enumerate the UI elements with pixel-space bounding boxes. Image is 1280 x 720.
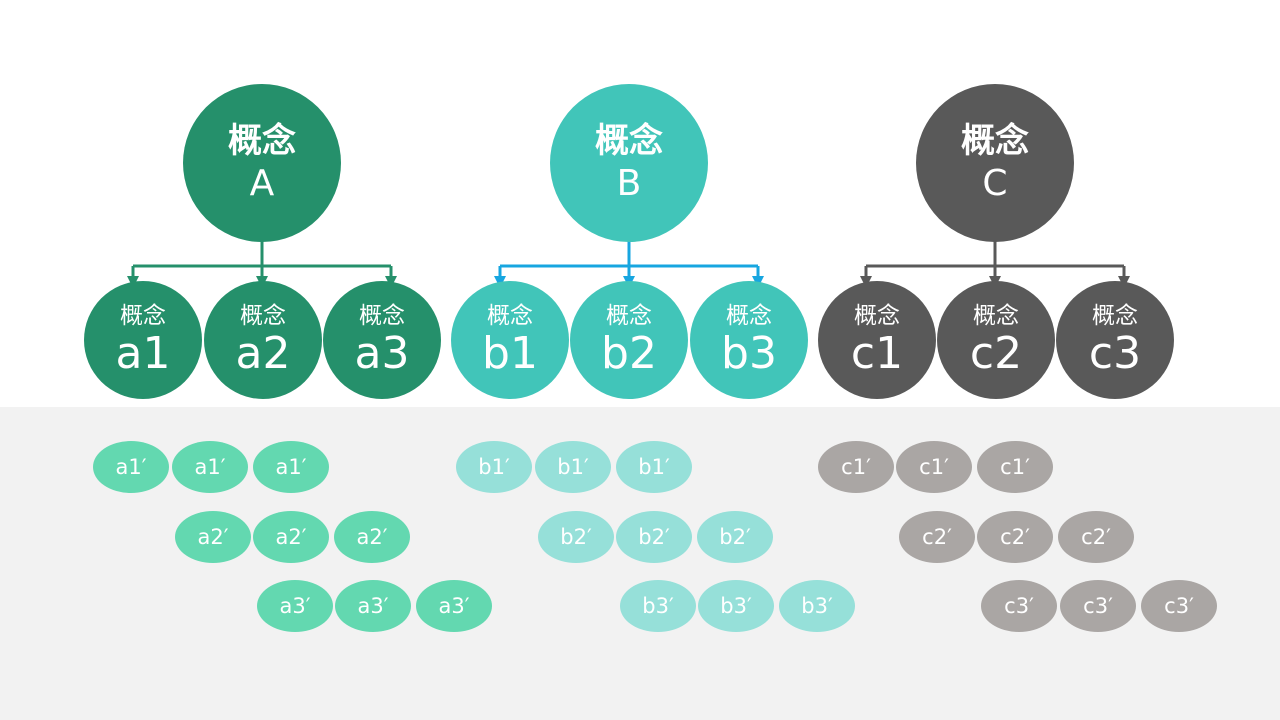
pill-a2-prime[interactable]: a2′ — [334, 511, 410, 563]
concept-a1-node[interactable]: 概念 a1 — [84, 281, 202, 399]
pill-a3-prime[interactable]: a3′ — [257, 580, 333, 632]
pill-b3-prime[interactable]: b3′ — [779, 580, 855, 632]
concept-b3-label: 概念 — [726, 302, 772, 329]
pill-text: b2′ — [719, 525, 751, 549]
concept-c1-node[interactable]: 概念 c1 — [818, 281, 936, 399]
concept-a-id: A — [249, 163, 275, 204]
pill-text: c3′ — [1083, 594, 1113, 618]
concept-a-node[interactable]: 概念 A — [183, 84, 341, 242]
pill-text: a2′ — [356, 525, 388, 549]
pill-c3-prime[interactable]: c3′ — [1141, 580, 1217, 632]
concept-c2-id: c2 — [969, 327, 1023, 379]
concept-b-label: 概念 — [595, 121, 663, 161]
pill-a3-prime[interactable]: a3′ — [416, 580, 492, 632]
pill-c2-prime[interactable]: c2′ — [1058, 511, 1134, 563]
pill-text: b1′ — [638, 455, 670, 479]
pill-text: b3′ — [801, 594, 833, 618]
pill-text: c1′ — [1000, 455, 1030, 479]
pill-text: c2′ — [1000, 525, 1030, 549]
pill-text: c2′ — [922, 525, 952, 549]
pill-a1-prime[interactable]: a1′ — [93, 441, 169, 493]
concept-c1-id: c1 — [850, 327, 904, 379]
pill-text: a2′ — [197, 525, 229, 549]
concept-b2-node[interactable]: 概念 b2 — [570, 281, 688, 399]
pill-b2-prime[interactable]: b2′ — [616, 511, 692, 563]
pill-c1-prime[interactable]: c1′ — [977, 441, 1053, 493]
pill-text: c1′ — [919, 455, 949, 479]
pill-a1-prime[interactable]: a1′ — [253, 441, 329, 493]
pill-text: c1′ — [841, 455, 871, 479]
concept-a2-label: 概念 — [240, 302, 286, 329]
pill-text: c3′ — [1004, 594, 1034, 618]
concept-c-label: 概念 — [961, 121, 1029, 161]
pill-text: a1′ — [275, 455, 307, 479]
pill-c1-prime[interactable]: c1′ — [896, 441, 972, 493]
concept-a1-id: a1 — [115, 327, 171, 379]
concept-c3-id: c3 — [1088, 327, 1142, 379]
pill-c2-prime[interactable]: c2′ — [977, 511, 1053, 563]
pill-b1-prime[interactable]: b1′ — [616, 441, 692, 493]
pill-a3-prime[interactable]: a3′ — [335, 580, 411, 632]
pill-text: a2′ — [275, 525, 307, 549]
pill-c3-prime[interactable]: c3′ — [1060, 580, 1136, 632]
concept-c-id: C — [982, 163, 1008, 204]
pill-text: a1′ — [115, 455, 147, 479]
pill-text: b2′ — [560, 525, 592, 549]
pill-c2-prime[interactable]: c2′ — [899, 511, 975, 563]
pill-text: c2′ — [1081, 525, 1111, 549]
concept-a3-label: 概念 — [359, 302, 405, 329]
concept-c3-node[interactable]: 概念 c3 — [1056, 281, 1174, 399]
concept-a2-node[interactable]: 概念 a2 — [204, 281, 322, 399]
pill-b3-prime[interactable]: b3′ — [698, 580, 774, 632]
pill-text: a3′ — [438, 594, 470, 618]
concept-b-id: B — [616, 163, 642, 204]
pill-text: b2′ — [638, 525, 670, 549]
pill-a2-prime[interactable]: a2′ — [253, 511, 329, 563]
pill-text: b3′ — [642, 594, 674, 618]
pill-text: b1′ — [557, 455, 589, 479]
concept-b3-node[interactable]: 概念 b3 — [690, 281, 808, 399]
concept-a2-id: a2 — [235, 327, 291, 379]
concept-c3-label: 概念 — [1092, 302, 1138, 329]
concept-c2-node[interactable]: 概念 c2 — [937, 281, 1055, 399]
pill-text: c3′ — [1164, 594, 1194, 618]
pill-text: b1′ — [478, 455, 510, 479]
concept-b2-label: 概念 — [606, 302, 652, 329]
concept-c1-label: 概念 — [854, 302, 900, 329]
pill-b1-prime[interactable]: b1′ — [535, 441, 611, 493]
concept-c2-label: 概念 — [973, 302, 1019, 329]
pill-a1-prime[interactable]: a1′ — [172, 441, 248, 493]
concept-b1-id: b1 — [482, 327, 538, 379]
pill-a2-prime[interactable]: a2′ — [175, 511, 251, 563]
pill-text: a1′ — [194, 455, 226, 479]
pill-text: b3′ — [720, 594, 752, 618]
concept-a1-label: 概念 — [120, 302, 166, 329]
concept-c-node[interactable]: 概念 C — [916, 84, 1074, 242]
pill-b2-prime[interactable]: b2′ — [697, 511, 773, 563]
pill-c1-prime[interactable]: c1′ — [818, 441, 894, 493]
concept-b3-id: b3 — [721, 327, 777, 379]
concept-a3-id: a3 — [354, 327, 410, 379]
pill-b1-prime[interactable]: b1′ — [456, 441, 532, 493]
concept-a-label: 概念 — [228, 121, 296, 161]
concept-a3-node[interactable]: 概念 a3 — [323, 281, 441, 399]
concept-b1-node[interactable]: 概念 b1 — [451, 281, 569, 399]
concept-b-node[interactable]: 概念 B — [550, 84, 708, 242]
pill-c3-prime[interactable]: c3′ — [981, 580, 1057, 632]
pill-text: a3′ — [357, 594, 389, 618]
pill-b3-prime[interactable]: b3′ — [620, 580, 696, 632]
pill-b2-prime[interactable]: b2′ — [538, 511, 614, 563]
concept-b1-label: 概念 — [487, 302, 533, 329]
pill-text: a3′ — [279, 594, 311, 618]
concept-b2-id: b2 — [601, 327, 657, 379]
